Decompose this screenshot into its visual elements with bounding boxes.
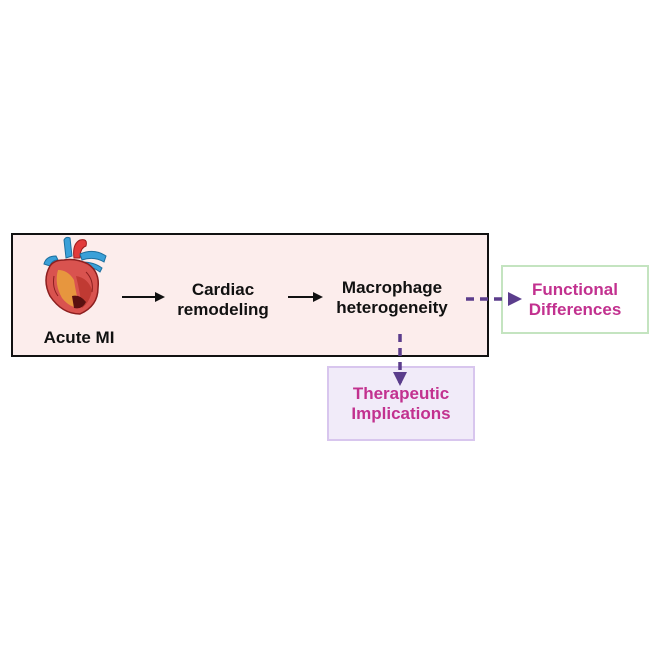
functional-differences-label: Functional Differences (528, 279, 622, 319)
acute-mi-label: Acute MI (43, 328, 115, 347)
functional-differences-box: Functional Differences (501, 265, 649, 334)
therapeutic-implications-box: Therapeutic Implications (327, 366, 475, 441)
cardiac-remodeling-label: Cardiac remodeling (177, 280, 269, 319)
heart-icon (43, 236, 107, 315)
macrophage-heterogeneity-label: Macrophage heterogeneity (336, 278, 448, 317)
therapeutic-implications-label: Therapeutic Implications (351, 383, 451, 423)
